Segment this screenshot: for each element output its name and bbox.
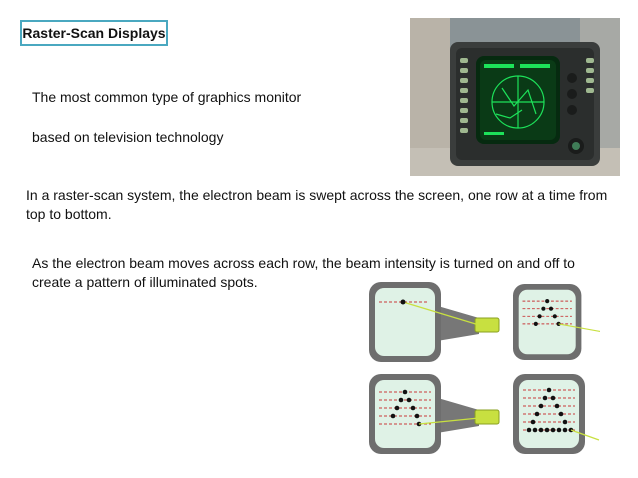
intro-line-2: based on television technology [32, 129, 224, 145]
raster-scan-diagram [365, 280, 601, 462]
raster-scan-diagram-illustration [368, 281, 601, 455]
paragraph-beam-intensity: As the electron beam moves across each r… [32, 255, 575, 290]
crt-panel-single-dot [368, 281, 500, 363]
crt-panel-full-triangle [513, 374, 600, 454]
monitor-photo-illustration [410, 18, 620, 176]
slide-title: Raster-Scan Displays [22, 25, 166, 41]
crt-panel-partial-scan [513, 284, 601, 360]
crt-panel-half-triangle [368, 373, 500, 455]
intro-line-1: The most common type of graphics monitor [32, 89, 302, 105]
slide-title-box: Raster-Scan Displays [20, 20, 168, 46]
paragraph-raster-sweep: In a raster-scan system, the electron be… [26, 187, 608, 222]
monitor-photo [410, 18, 620, 176]
